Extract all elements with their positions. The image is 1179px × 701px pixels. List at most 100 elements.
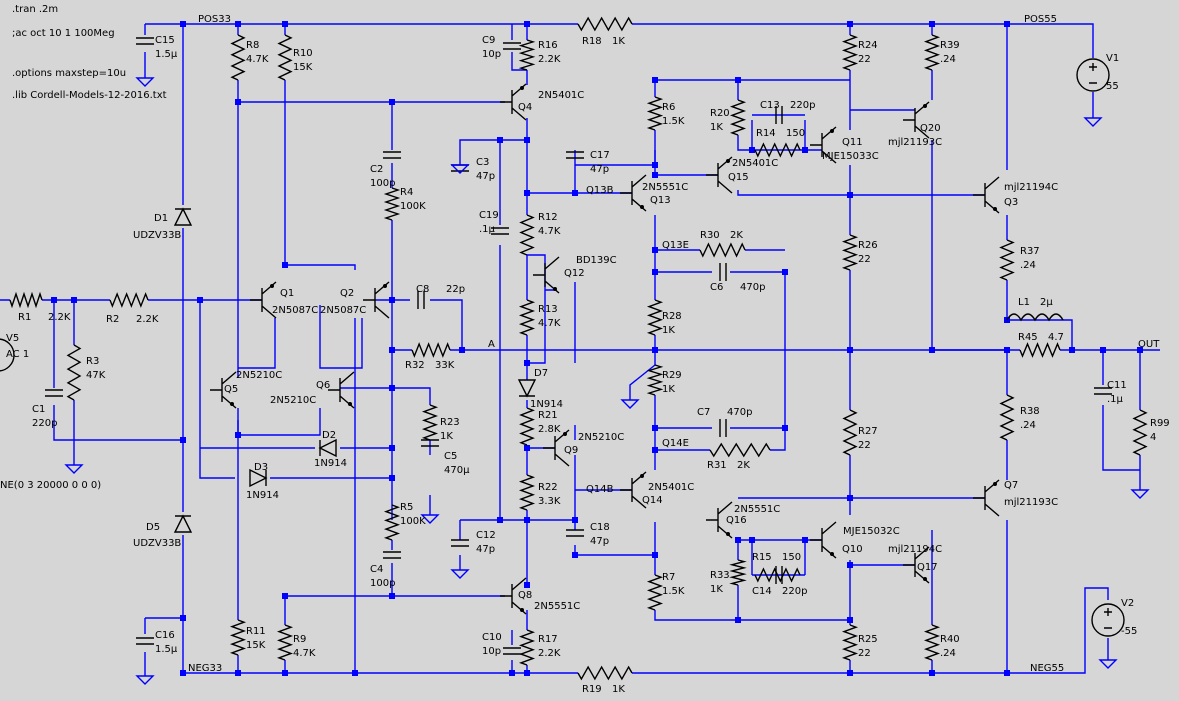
resistor-label-r3: R3 <box>86 356 99 367</box>
transistor-q16[interactable] <box>706 501 733 539</box>
capacitor-c14[interactable] <box>775 566 783 584</box>
resistor-r29[interactable] <box>646 364 664 396</box>
wire-c11-r99 <box>1102 350 1141 490</box>
capacitor-c5[interactable] <box>421 439 439 447</box>
capacitor-c18[interactable] <box>566 529 584 537</box>
resistor-r22[interactable] <box>518 474 536 511</box>
resistor-r4[interactable] <box>383 187 401 221</box>
resistor-r7[interactable] <box>646 574 664 611</box>
resistor-r32[interactable] <box>411 342 451 358</box>
diode-d3[interactable] <box>249 468 268 488</box>
components-layer <box>0 16 1150 685</box>
resistor-r28[interactable] <box>646 299 664 336</box>
capacitor-value-c17: 47p <box>590 164 609 175</box>
resistor-r10[interactable] <box>277 34 293 81</box>
diode-d5[interactable] <box>173 514 193 533</box>
inductor-l1[interactable] <box>1006 313 1064 322</box>
resistor-r26[interactable] <box>841 234 859 271</box>
resistor-r5[interactable] <box>383 504 401 541</box>
transistor-q3[interactable] <box>973 176 1000 214</box>
resistor-r31[interactable] <box>709 442 771 458</box>
transistor-q13[interactable] <box>620 174 647 212</box>
diode-d7[interactable] <box>517 379 537 398</box>
transistor-q4[interactable] <box>500 83 527 121</box>
resistor-r18[interactable] <box>577 16 633 32</box>
capacitor-c12[interactable] <box>451 539 469 547</box>
resistor-r40[interactable] <box>923 624 941 661</box>
voltage-source-v5[interactable] <box>0 338 15 372</box>
resistor-label-r28: R28 <box>662 311 682 322</box>
transistor-q9[interactable] <box>543 429 570 467</box>
resistor-label-r2: R2 <box>106 314 119 325</box>
capacitor-c16[interactable] <box>136 637 154 645</box>
transistor-q10[interactable] <box>810 521 837 559</box>
resistor-r13[interactable] <box>518 299 536 336</box>
resistor-r38[interactable] <box>999 394 1015 441</box>
capacitor-c19[interactable] <box>491 227 509 235</box>
transistor-q20[interactable] <box>903 101 930 139</box>
resistor-r30[interactable] <box>699 242 746 258</box>
resistor-r14[interactable] <box>754 142 801 158</box>
transistor-q15[interactable] <box>706 156 733 194</box>
transistor-q6[interactable] <box>328 371 355 409</box>
transistor-q2[interactable] <box>363 281 390 319</box>
capacitor-c9[interactable] <box>503 42 521 50</box>
resistor-r11[interactable] <box>229 619 247 656</box>
transistor-q11[interactable] <box>810 126 837 164</box>
transistor-q17[interactable] <box>903 546 930 584</box>
diode-label-d5: D5 <box>146 522 160 533</box>
resistor-r33[interactable] <box>729 559 747 586</box>
resistor-r99[interactable] <box>1132 409 1148 456</box>
resistor-r27[interactable] <box>842 409 858 456</box>
resistor-r12[interactable] <box>519 214 535 256</box>
diode-d2[interactable] <box>318 438 337 458</box>
transistor-q12[interactable] <box>533 256 560 294</box>
diode-d1[interactable] <box>173 207 193 226</box>
wire-c16 <box>144 617 183 676</box>
ground-icon-out <box>1130 489 1150 499</box>
directive-ac: ;ac oct 10 1 100Meg <box>12 28 115 39</box>
resistor-r19[interactable] <box>577 665 633 681</box>
capacitor-c7[interactable] <box>719 419 727 437</box>
junction-dot-29 <box>652 162 658 168</box>
capacitor-c6[interactable] <box>719 263 727 281</box>
resistor-r21[interactable] <box>519 407 535 446</box>
resistor-r3[interactable] <box>66 344 82 401</box>
resistor-r15[interactable] <box>754 567 801 583</box>
resistor-value-r33: 1K <box>710 584 723 595</box>
resistor-r2[interactable] <box>109 292 149 308</box>
transistor-q1[interactable] <box>250 281 277 319</box>
voltage-source-v1[interactable] <box>1076 58 1110 92</box>
resistor-r8[interactable] <box>230 34 246 81</box>
resistor-r37[interactable] <box>999 239 1015 281</box>
resistor-r1[interactable] <box>9 291 43 309</box>
voltage-source-v2[interactable] <box>1091 603 1125 637</box>
resistor-r45[interactable] <box>1019 342 1061 358</box>
capacitor-c17[interactable] <box>566 151 584 159</box>
resistor-value-r5: 100K <box>400 516 426 527</box>
net-label-pos55: POS55 <box>1024 14 1057 25</box>
capacitor-c2[interactable] <box>383 151 401 159</box>
capacitor-c8[interactable] <box>417 291 425 309</box>
resistor-r25[interactable] <box>841 624 859 661</box>
resistor-r20[interactable] <box>729 99 747 136</box>
resistor-r39[interactable] <box>923 34 941 71</box>
resistor-r17[interactable] <box>518 629 536 666</box>
capacitor-c10[interactable] <box>503 647 521 655</box>
transistor-q7[interactable] <box>973 479 1000 517</box>
resistor-r24[interactable] <box>841 34 859 71</box>
capacitor-c15[interactable] <box>136 37 154 45</box>
transistor-label-q11: Q11 <box>842 137 863 148</box>
capacitor-c4[interactable] <box>383 551 401 559</box>
transistor-q14[interactable] <box>620 471 647 509</box>
resistor-r9[interactable] <box>276 624 294 661</box>
resistor-r6[interactable] <box>646 96 664 131</box>
transistor-q8[interactable] <box>500 577 527 615</box>
capacitor-label-c3: C3 <box>476 157 489 168</box>
capacitor-c1[interactable] <box>45 389 63 397</box>
resistor-r16[interactable] <box>518 39 536 71</box>
transistor-q5[interactable] <box>210 371 237 409</box>
resistor-r23[interactable] <box>421 404 439 441</box>
capacitor-c13[interactable] <box>775 106 783 124</box>
capacitor-c11[interactable] <box>1094 387 1112 395</box>
